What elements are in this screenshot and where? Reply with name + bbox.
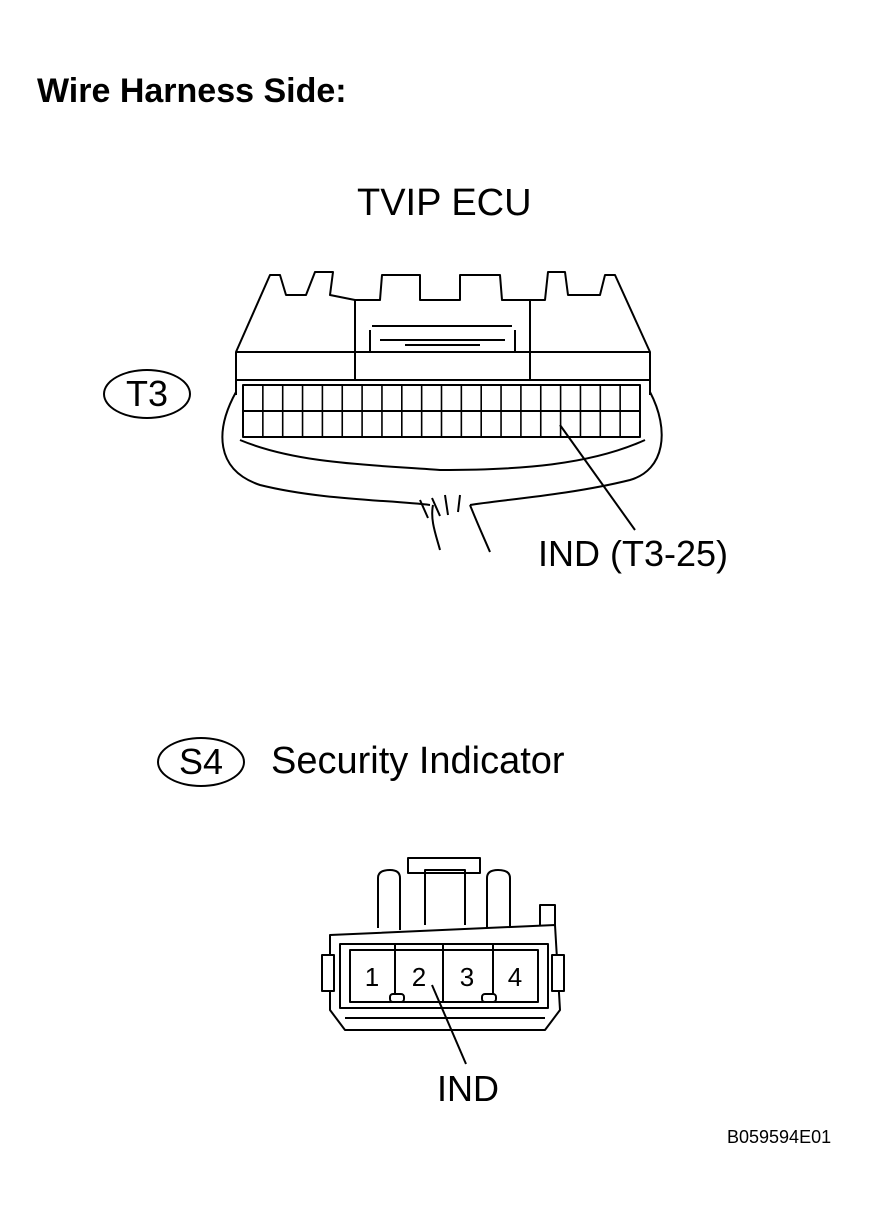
- indicator-pin-cells: [349, 944, 539, 1003]
- ecu-connector-body: [235, 271, 651, 395]
- pin-2-label: 2: [411, 962, 427, 992]
- reference-code: B059594E01: [727, 1127, 832, 1147]
- indicator-connector-code-tag: S4: [157, 737, 245, 787]
- indicator-ind-callout-line: [431, 984, 467, 1065]
- indicator-connector-title: Security Indicator: [271, 740, 565, 782]
- pin-3-label: 3: [459, 962, 475, 992]
- pin-1-label: 1: [364, 962, 380, 992]
- indicator-ind-callout-label: IND: [437, 1068, 499, 1109]
- ecu-terminal-grid: [262, 385, 621, 437]
- ecu-ind-callout-line: [559, 424, 636, 531]
- ecu-connector-code-tag: T3: [103, 369, 191, 419]
- ecu-connector-title: TVIP ECU: [357, 182, 532, 224]
- diagram-heading: Wire Harness Side:: [37, 72, 347, 110]
- ecu-wire-harness: [221, 391, 663, 553]
- ecu-ind-callout-label: IND (T3-25): [538, 533, 729, 574]
- pin-4-label: 4: [507, 962, 523, 992]
